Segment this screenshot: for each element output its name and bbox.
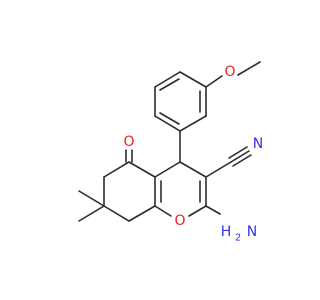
bond-o-aryl <box>205 75 223 88</box>
bond-ar-2 <box>179 115 207 132</box>
bond-c7-me1 <box>78 190 105 207</box>
bond-ar-5-inner <box>159 78 180 91</box>
bond-cn-triple-1 <box>230 150 250 163</box>
bond-ar-3 <box>154 115 181 132</box>
bond-c5-c6 <box>103 161 130 178</box>
bond-c4-c3 <box>179 161 207 178</box>
bond-ch3-o <box>237 61 261 76</box>
bond-cn-triple-3 <box>232 154 252 167</box>
bond-ar-5 <box>154 71 181 88</box>
nitrile-nitrogen-label: N <box>253 136 263 152</box>
amine-n-label: N <box>247 224 257 240</box>
bond-ar-3-inner <box>159 112 180 125</box>
bond-cn-triple-2 <box>228 146 248 159</box>
bond-c7-c8 <box>103 205 130 222</box>
molecule-structure: O O O N H 2 N <box>78 61 263 244</box>
bond-c3-cn <box>205 161 232 178</box>
bond-c2-nh2 <box>205 205 221 215</box>
ring-oxygen-label: O <box>174 213 185 229</box>
methoxy-oxygen-label: O <box>224 64 235 80</box>
bond-c4a-c5 <box>128 161 156 178</box>
bond-c4a-c4 <box>154 161 181 178</box>
bond-o1-c8a <box>154 205 172 217</box>
bond-c8-c8a <box>128 205 156 222</box>
amine-h-count-label: 2 <box>235 233 241 244</box>
molecule-canvas: O O O N H 2 N <box>78 61 263 244</box>
bond-ar-6 <box>179 71 207 88</box>
amine-group-label: H 2 N <box>221 224 258 244</box>
bond-c2-o1 <box>188 205 207 217</box>
bond-c7-me2 <box>78 205 105 222</box>
ketone-oxygen-label: O <box>123 134 134 150</box>
amine-h-label: H <box>221 224 232 240</box>
